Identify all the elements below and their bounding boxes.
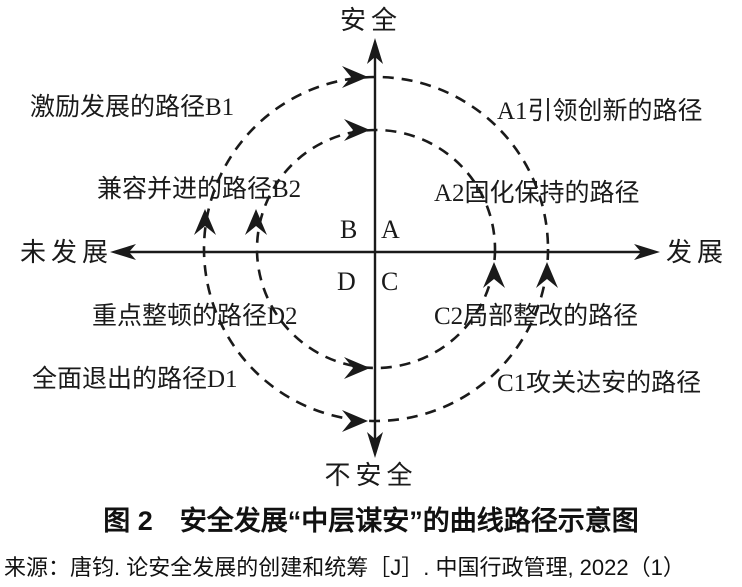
axis-arrow-down-icon (367, 432, 383, 458)
curve-path-diagram: 安全 不安全 未发展 发展 B A D C 激励发展的路径B1 A1引领创新的路… (20, 6, 729, 490)
figure-source: 来源：唐钧. 论安全发展的创建和统筹［J］. 中国行政管理, 2022（1） (4, 555, 685, 580)
quadrant-label-c: C (381, 267, 399, 296)
figure-caption: 图 2 安全发展“中层谋安”的曲线路径示意图 (103, 506, 639, 536)
inner-circle-bottom-arrow-icon (344, 357, 370, 379)
inner-circle-top-arrow-icon (344, 119, 370, 141)
axis-label-safe: 安全 (339, 6, 402, 35)
diagram-canvas (110, 38, 660, 458)
path-label-c1: C1攻关达安的路径 (497, 370, 702, 397)
left-inner-up-arrow-icon (245, 209, 267, 235)
quadrant-label-a: A (381, 215, 400, 244)
right-outer-up-arrow-icon (536, 262, 558, 288)
axis-arrow-left-icon (110, 244, 136, 260)
path-label-c2: C2局部整改的路径 (434, 303, 639, 330)
right-inner-up-arrow-icon (483, 262, 505, 288)
path-label-b2: 兼容并进的路径B2 (97, 176, 302, 203)
axis-arrow-up-icon (367, 38, 383, 64)
path-label-a1: A1引领创新的路径 (497, 98, 703, 125)
axis-label-unsafe: 不安全 (324, 461, 418, 490)
path-label-b1: 激励发展的路径B1 (30, 94, 235, 121)
inner-dashed-circle (255, 128, 497, 370)
quadrant-label-d: D (337, 267, 356, 296)
outer-circle-top-arrow-icon (342, 66, 368, 88)
path-label-a2: A2固化保持的路径 (434, 180, 640, 207)
outer-circle-bottom-arrow-icon (342, 410, 368, 432)
left-outer-up-arrow-icon (194, 209, 216, 235)
path-label-d1: 全面退出的路径D1 (32, 366, 238, 393)
axis-arrow-right-icon (634, 244, 660, 260)
outer-dashed-circle (202, 75, 550, 423)
path-label-d2: 重点整顿的路径D2 (92, 303, 298, 330)
axis-label-developed: 发展 (666, 238, 729, 267)
axis-label-undeveloped: 未发展 (20, 238, 114, 267)
quadrant-label-b: B (340, 215, 358, 244)
